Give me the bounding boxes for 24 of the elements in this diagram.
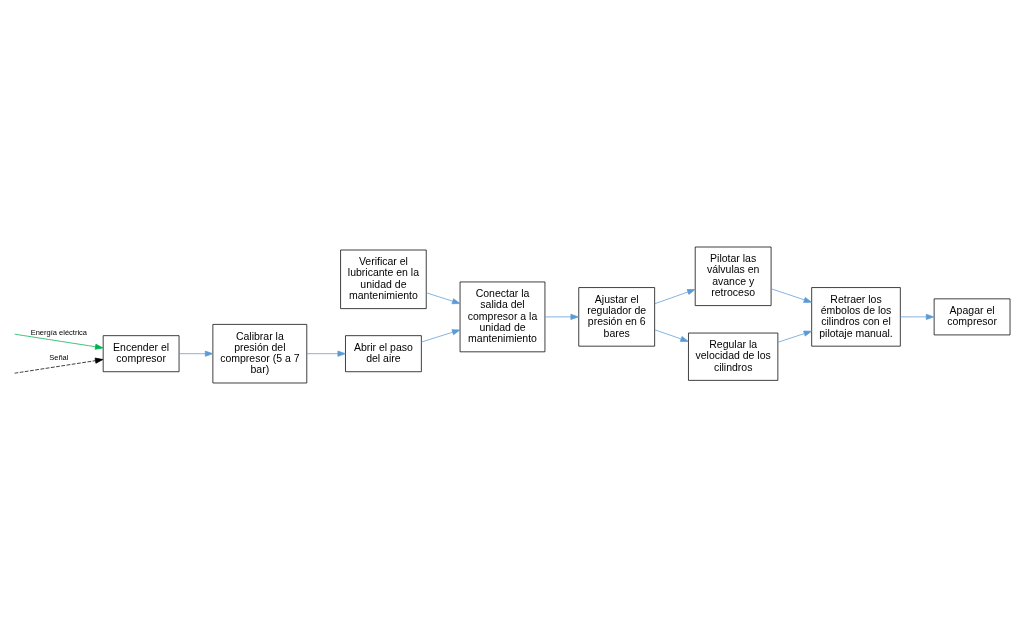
node-box: Apagar el compresor bbox=[933, 298, 1011, 336]
arrow bbox=[421, 329, 461, 343]
arrow bbox=[14, 357, 104, 374]
arrow bbox=[900, 313, 935, 320]
node-box: Conectar la salida del compresor a la unidad de mantenimiento bbox=[459, 281, 546, 353]
node-box: Encender el compresor bbox=[102, 335, 180, 373]
node-box: Calibrar la presión del compresor (5 a 7 bar) bbox=[212, 324, 308, 384]
node-box: Abrir el paso del aire bbox=[345, 335, 422, 373]
arrow bbox=[178, 350, 214, 357]
arrow bbox=[306, 350, 346, 357]
arrow bbox=[14, 333, 104, 350]
arrow bbox=[425, 292, 461, 305]
arrow bbox=[777, 330, 812, 343]
arrow bbox=[544, 313, 579, 320]
arrow bbox=[770, 288, 812, 303]
node-box: Regular la velocidad de los cilindros bbox=[688, 332, 779, 381]
node-box: Pilotar las válvulas en avance y retroceso bbox=[694, 246, 772, 306]
node-box: Ajustar el regulador de presión en 6 bares bbox=[578, 287, 656, 347]
node-box: Verificar el lubricante en la unidad de mantenimiento bbox=[340, 249, 427, 309]
edge-label: Señal bbox=[49, 352, 69, 362]
edge-label: Energía eléctrica bbox=[30, 327, 87, 337]
arrow bbox=[654, 329, 689, 342]
arrow bbox=[654, 289, 696, 305]
node-box: Retraer los émbolos de los cilindros con el pilotaje manual. bbox=[811, 287, 901, 347]
